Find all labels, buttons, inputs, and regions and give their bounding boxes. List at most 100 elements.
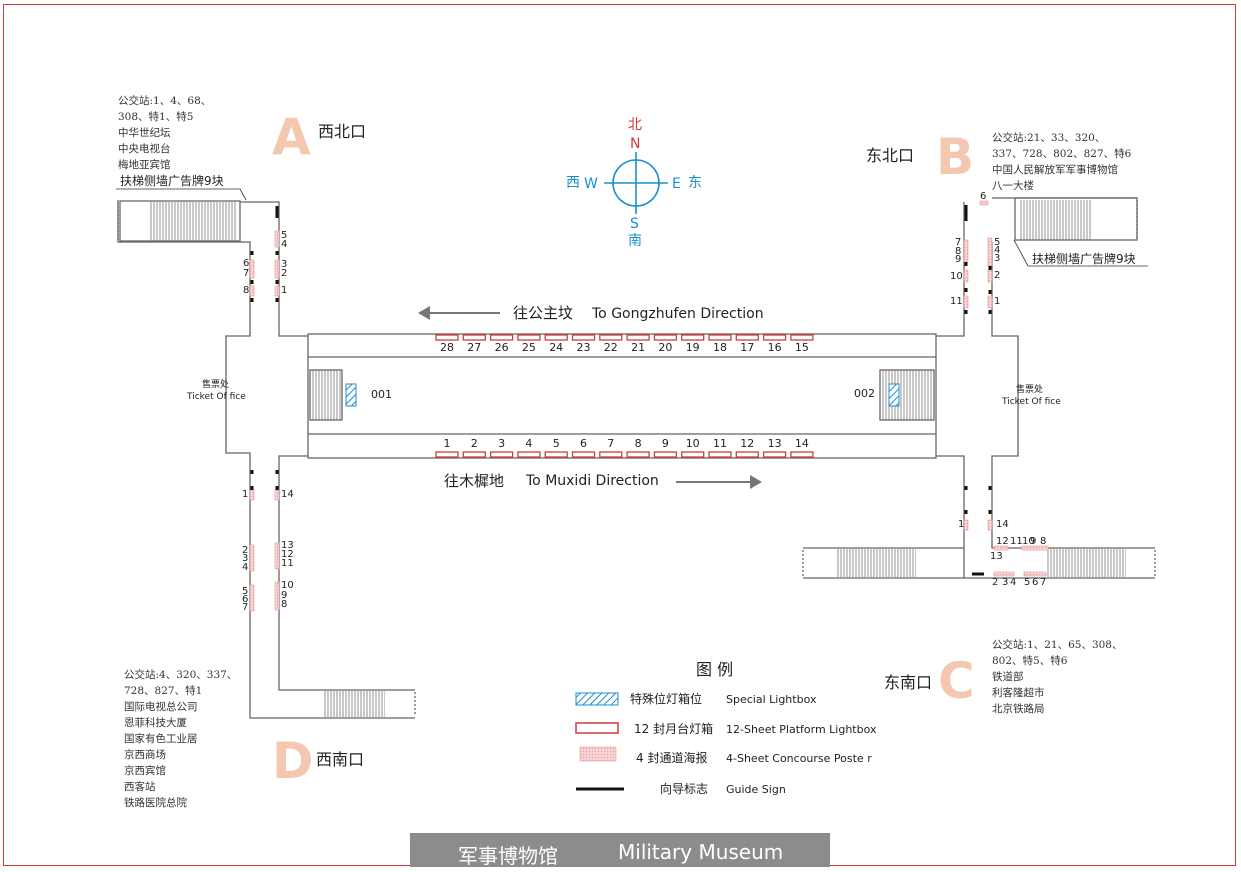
exit-d-bus-line: 公交站:4、320、337、 bbox=[124, 669, 238, 681]
platform-top-number: 16 bbox=[767, 341, 782, 354]
exit-c-bus-line: 利客隆超市 bbox=[992, 687, 1045, 699]
compass-north-cn: 北 bbox=[628, 117, 642, 133]
platform-bottom-lightbox bbox=[571, 451, 596, 458]
platform-bottom-lightbox bbox=[626, 451, 650, 458]
platform-top-lightbox bbox=[517, 334, 541, 341]
poster-number: 8 bbox=[243, 285, 250, 296]
platform-bottom-number: 14 bbox=[794, 437, 809, 450]
platform-bottom-lightbox bbox=[681, 451, 705, 458]
escalator-D bbox=[323, 691, 385, 717]
legend-special-en: Special Lightbox bbox=[726, 693, 817, 706]
poster-number: 5 bbox=[281, 230, 288, 241]
callout-lines bbox=[116, 188, 1148, 267]
poster-number: 12 bbox=[281, 549, 294, 560]
platform-top-number: 25 bbox=[521, 341, 536, 354]
platform-top-number: 26 bbox=[494, 341, 509, 354]
platform-bottom-number: 13 bbox=[767, 437, 782, 450]
platform-bottom-number: 7 bbox=[607, 437, 615, 450]
exit-d-bus-line: 西客站 bbox=[124, 781, 156, 793]
exit-a-bus-line: 中央电视台 bbox=[118, 143, 171, 155]
poster-number: 5 bbox=[994, 237, 1001, 248]
poster-number: 2 bbox=[994, 270, 1001, 281]
poster-number: 13 bbox=[990, 551, 1003, 562]
ticket-office-east-en: Ticket Of fice bbox=[1002, 397, 1061, 407]
platform-bottom-number: 5 bbox=[552, 437, 560, 450]
legend-poster-swatch bbox=[579, 746, 617, 762]
platform-bottom-number: 9 bbox=[661, 437, 669, 450]
poster-number: 1 bbox=[281, 285, 288, 296]
platform-bottom-lightbox bbox=[462, 451, 486, 458]
exit-b-bus-line: 八一大楼 bbox=[992, 180, 1034, 192]
exit-d-bus-line: 京西宾馆 bbox=[124, 765, 166, 777]
platform-top-lightbox bbox=[626, 334, 650, 341]
poster-number: 3 bbox=[1002, 577, 1009, 588]
legend-title: 图 例 bbox=[696, 660, 734, 679]
poster-number: 14 bbox=[996, 519, 1009, 530]
escalator-B bbox=[1020, 200, 1092, 240]
exit-b-name: 东北口 bbox=[866, 146, 915, 165]
platform-bottom-number: 8 bbox=[634, 437, 642, 450]
platform-bottom-number: 2 bbox=[470, 437, 478, 450]
banner-title-cn: 军事博物馆 bbox=[458, 844, 558, 868]
poster-number: 7 bbox=[243, 268, 250, 279]
platform-top-number: 21 bbox=[631, 341, 646, 354]
compass-west-cn: 西 bbox=[566, 175, 580, 191]
poster-number: 3 bbox=[242, 553, 249, 564]
exit-a-bus-line: 公交站:1、4、68、 bbox=[118, 95, 212, 107]
exit-b-letter: B bbox=[936, 128, 975, 186]
exit-c-letter: C bbox=[938, 652, 975, 710]
banner-title-en: Military Museum bbox=[618, 840, 784, 864]
legend-special-swatch bbox=[575, 692, 619, 706]
platform-top-number: 24 bbox=[549, 341, 564, 354]
exit-b-bus-line: 337、728、802、827、特6 bbox=[992, 148, 1132, 160]
poster-number: 8 bbox=[281, 599, 288, 610]
poster-number: 12 bbox=[996, 536, 1009, 547]
poster-number: 7 bbox=[242, 602, 249, 613]
direction-top-cn: 往公主坟 bbox=[513, 304, 574, 322]
platform-bottom-lightbox bbox=[544, 451, 568, 458]
poster-number: 5 bbox=[242, 586, 249, 597]
exit-b-escalator-note: 扶梯侧墙广告牌9块 bbox=[1032, 252, 1136, 266]
poster-number: 7 bbox=[1040, 577, 1047, 588]
legend-platform-cn: 12 封月台灯箱 bbox=[634, 722, 714, 736]
exit-c-name: 东南口 bbox=[884, 673, 933, 692]
direction-bottom-en: To Muxidi Direction bbox=[526, 473, 659, 489]
exit-a-bus-line: 308、特1、特5 bbox=[118, 111, 194, 123]
exit-a-escalator-note: 扶梯侧墙广告牌9块 bbox=[120, 174, 224, 188]
exit-a-name: 西北口 bbox=[318, 122, 367, 141]
exit-d-bus-line: 728、827、特1 bbox=[124, 685, 203, 697]
poster-number: 9 bbox=[1030, 536, 1037, 547]
platform-bottom-number: 6 bbox=[580, 437, 587, 450]
platform-top-lightbox bbox=[653, 334, 678, 341]
exit-a-bus-line: 梅地亚宾馆 bbox=[118, 159, 171, 171]
poster-number: 2 bbox=[242, 545, 249, 556]
legend-guide-cn: 向导标志 bbox=[660, 782, 709, 796]
escalator-A bbox=[150, 202, 236, 241]
arrow-left-icon bbox=[418, 306, 430, 320]
platform-bottom-lightbox bbox=[735, 451, 759, 458]
exit-c-bus-line: 802、特5、特6 bbox=[992, 655, 1068, 667]
ticket-office-west-cn: 售票处 bbox=[202, 380, 230, 390]
platform-bottom-number: 1 bbox=[443, 437, 451, 450]
poster-number: 9 bbox=[281, 590, 288, 601]
platform-top-lightbox bbox=[544, 334, 568, 341]
platform-top-number: 23 bbox=[576, 341, 591, 354]
special-lightbox-002 bbox=[888, 383, 900, 407]
poster-number: 2 bbox=[992, 577, 999, 588]
poster-number: 10 bbox=[281, 580, 294, 591]
platform-top-number: 22 bbox=[603, 341, 618, 354]
compass-east: E bbox=[672, 176, 681, 192]
escalator-C-left bbox=[836, 549, 916, 577]
legend-platform-swatch bbox=[575, 722, 619, 734]
platform-bottom-lightbox bbox=[762, 451, 787, 458]
direction-top-en: To Gongzhufen Direction bbox=[592, 306, 764, 322]
stairs-east bbox=[879, 369, 935, 421]
legend-guide-en: Guide Sign bbox=[726, 783, 786, 796]
station-banner: 军事博物馆 Military Museum bbox=[410, 833, 830, 868]
poster-number: 3 bbox=[281, 259, 288, 270]
poster-number: 13 bbox=[281, 540, 294, 551]
platform-top-number: 15 bbox=[794, 341, 809, 354]
poster-number: 11 bbox=[950, 296, 963, 307]
